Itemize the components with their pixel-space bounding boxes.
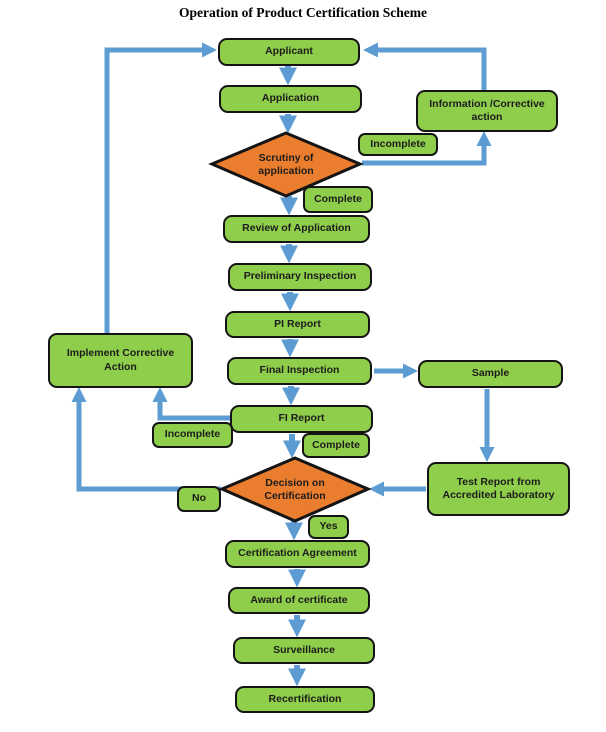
connectors: [71, 42, 495, 687]
node-test-report-accredited-laboratory: Test Report from Accredited Laboratory: [427, 462, 570, 516]
edge-label-complete-bottom: Complete: [302, 433, 370, 458]
node-fi-report: FI Report: [230, 405, 373, 433]
arrow-fi-report-to-implement-corrective: [152, 387, 230, 421]
page-title: Operation of Product Certification Schem…: [179, 5, 427, 20]
edge-label-complete-top: Complete: [303, 186, 373, 213]
diamond-scrutiny-label: Scrutiny of application: [258, 152, 314, 177]
edge-label-yes: Yes: [308, 515, 349, 539]
node-applicant: Applicant: [218, 38, 360, 66]
edge-label-no: No: [177, 486, 221, 512]
arrow-scrutiny-to-information-corrective: [362, 131, 492, 166]
node-review-of-application: Review of Application: [223, 215, 370, 243]
node-implement-corrective-action: Implement Corrective Action: [48, 333, 193, 388]
node-final-inspection: Final Inspection: [227, 357, 372, 385]
arrow-implement-corrective-to-applicant: [104, 42, 217, 333]
node-information-corrective-action: Information /Corrective action: [416, 90, 558, 132]
diamond-decision-certification: [218, 456, 372, 523]
arrow-decision-no-to-implement-corrective: [71, 387, 221, 492]
node-pi-report: PI Report: [225, 311, 370, 338]
node-preliminary-inspection: Preliminary Inspection: [228, 263, 372, 291]
edge-label-incomplete-bottom: Incomplete: [152, 422, 233, 448]
diamond-scrutiny: [208, 131, 364, 198]
arrow-information-corrective-to-applicant: [363, 42, 487, 90]
node-sample: Sample: [418, 360, 563, 388]
node-certification-agreement: Certification Agreement: [225, 540, 370, 568]
edge-label-incomplete-top: Incomplete: [358, 133, 438, 156]
node-surveillance: Surveillance: [233, 637, 375, 664]
diamond-decision-label: Decision on Certification: [264, 477, 326, 502]
node-application: Application: [219, 85, 362, 113]
node-award-of-certificate: Award of certificate: [228, 587, 370, 614]
node-recertification: Recertification: [235, 686, 375, 713]
